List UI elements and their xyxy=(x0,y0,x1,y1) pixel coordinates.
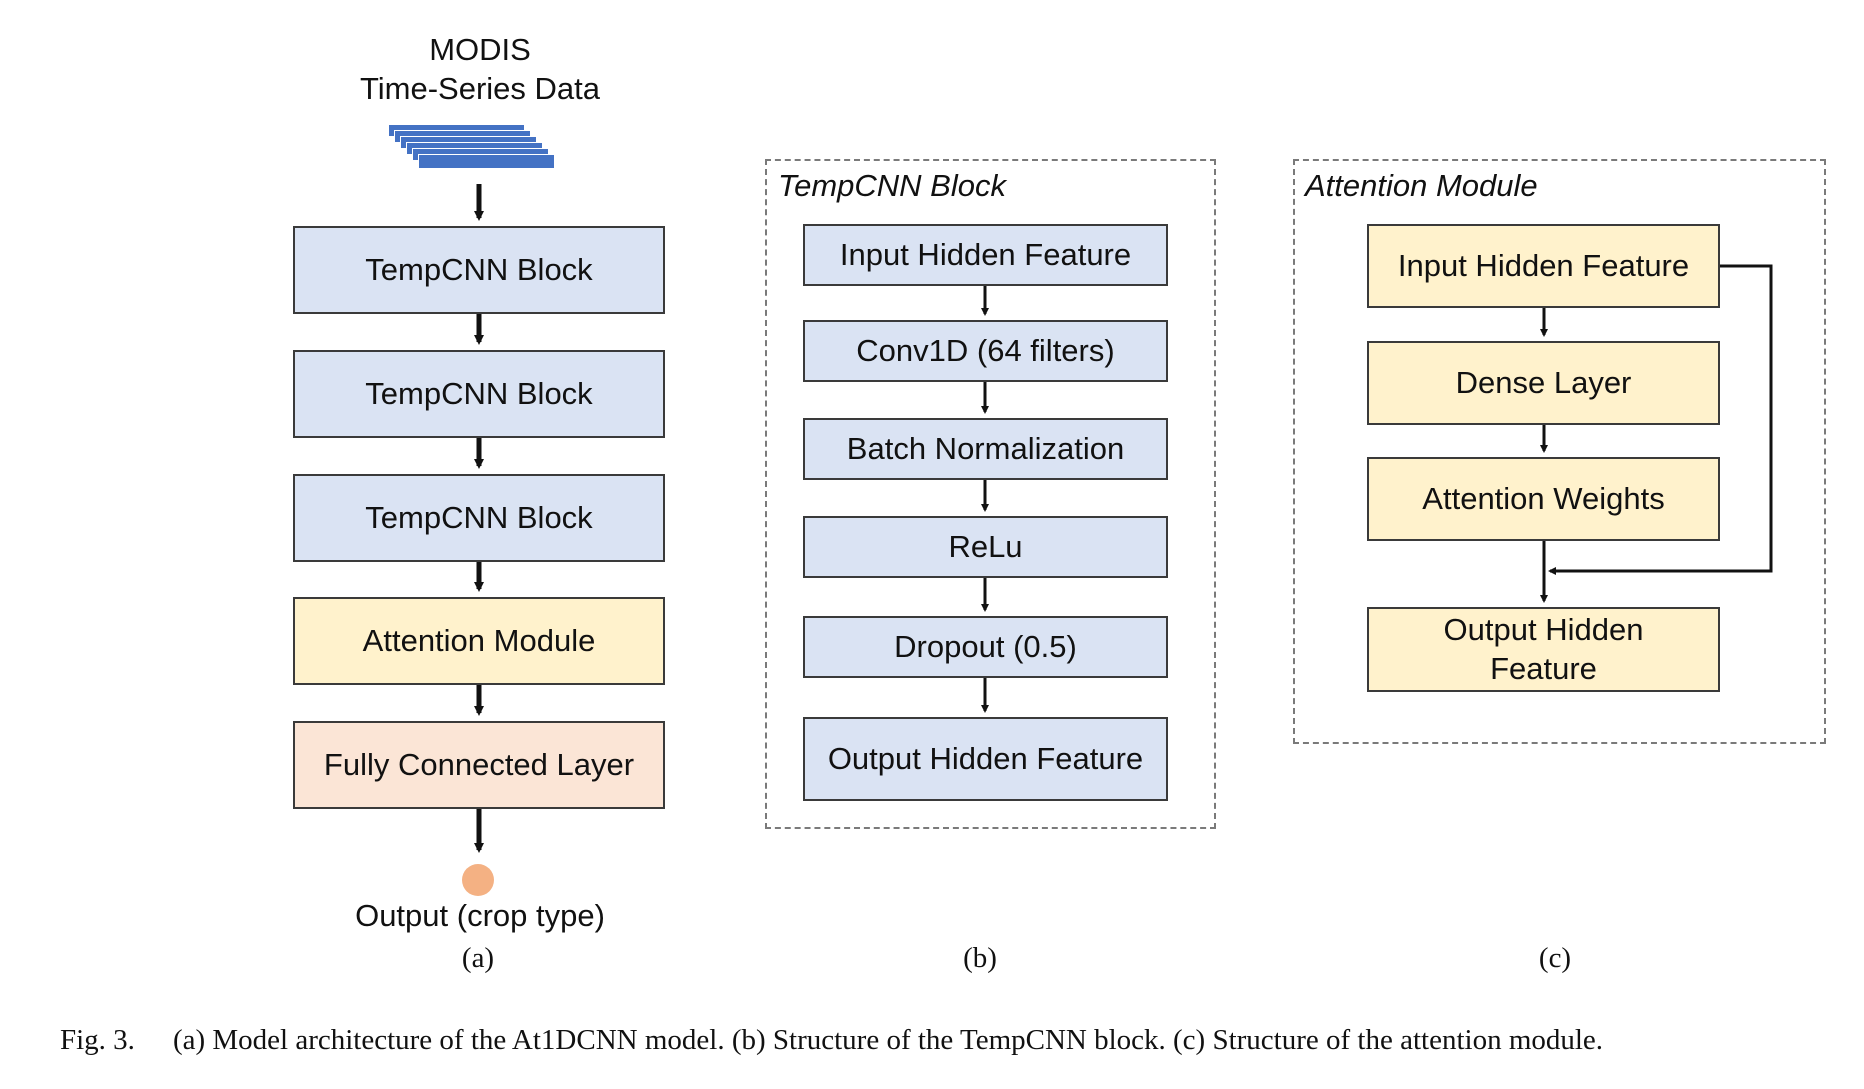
b-batch-normalization: Batch Normalization xyxy=(803,418,1168,480)
b-relu: ReLu xyxy=(803,516,1168,578)
c-output-line1: Output Hidden xyxy=(1443,611,1644,647)
output-label: Output (crop type) xyxy=(355,898,605,933)
tempcnn-block-2: TempCNN Block xyxy=(293,350,665,438)
figure-number: Fig. 3. xyxy=(60,1024,135,1056)
c-dense-layer: Dense Layer xyxy=(1367,341,1720,425)
attention-panel-title: Attention Module xyxy=(1305,168,1538,203)
tempcnn-block-1: TempCNN Block xyxy=(293,226,665,314)
panel-b-sublabel: (b) xyxy=(963,942,997,974)
fully-connected-layer-block: Fully Connected Layer xyxy=(293,721,665,809)
c-output-line2: Feature xyxy=(1490,650,1597,686)
b-output-hidden-feature: Output Hidden Feature xyxy=(803,717,1168,801)
time-series-stack-icon xyxy=(388,124,558,174)
output-node xyxy=(462,864,494,896)
tempcnn-block-3: TempCNN Block xyxy=(293,474,665,562)
panel-c-sublabel: (c) xyxy=(1538,942,1572,974)
b-dropout: Dropout (0.5) xyxy=(803,616,1168,678)
tempcnn-block-panel xyxy=(765,159,1216,829)
modis-title-line1: MODIS xyxy=(429,32,531,67)
tempcnn-panel-title: TempCNN Block xyxy=(778,168,1006,203)
attention-module-panel xyxy=(1293,159,1826,744)
c-output-hidden-feature: Output Hidden Feature xyxy=(1367,607,1720,692)
b-conv1d-layer: Conv1D (64 filters) xyxy=(803,320,1168,382)
panel-a-sublabel: (a) xyxy=(461,942,495,974)
modis-title-line2: Time-Series Data xyxy=(359,71,601,106)
b-input-hidden-feature: Input Hidden Feature xyxy=(803,224,1168,286)
modis-data-title: MODIS Time-Series Data xyxy=(330,30,630,108)
caption-text: (a) Model architecture of the At1DCNN mo… xyxy=(172,1024,1604,1056)
c-attention-weights: Attention Weights xyxy=(1367,457,1720,541)
attention-module-block: Attention Module xyxy=(293,597,665,685)
figure-caption: Fig. 3. (a) Model architecture of the At1… xyxy=(60,1024,1603,1057)
c-input-hidden-feature: Input Hidden Feature xyxy=(1367,224,1720,308)
arrow-c-skip xyxy=(1548,264,1773,575)
